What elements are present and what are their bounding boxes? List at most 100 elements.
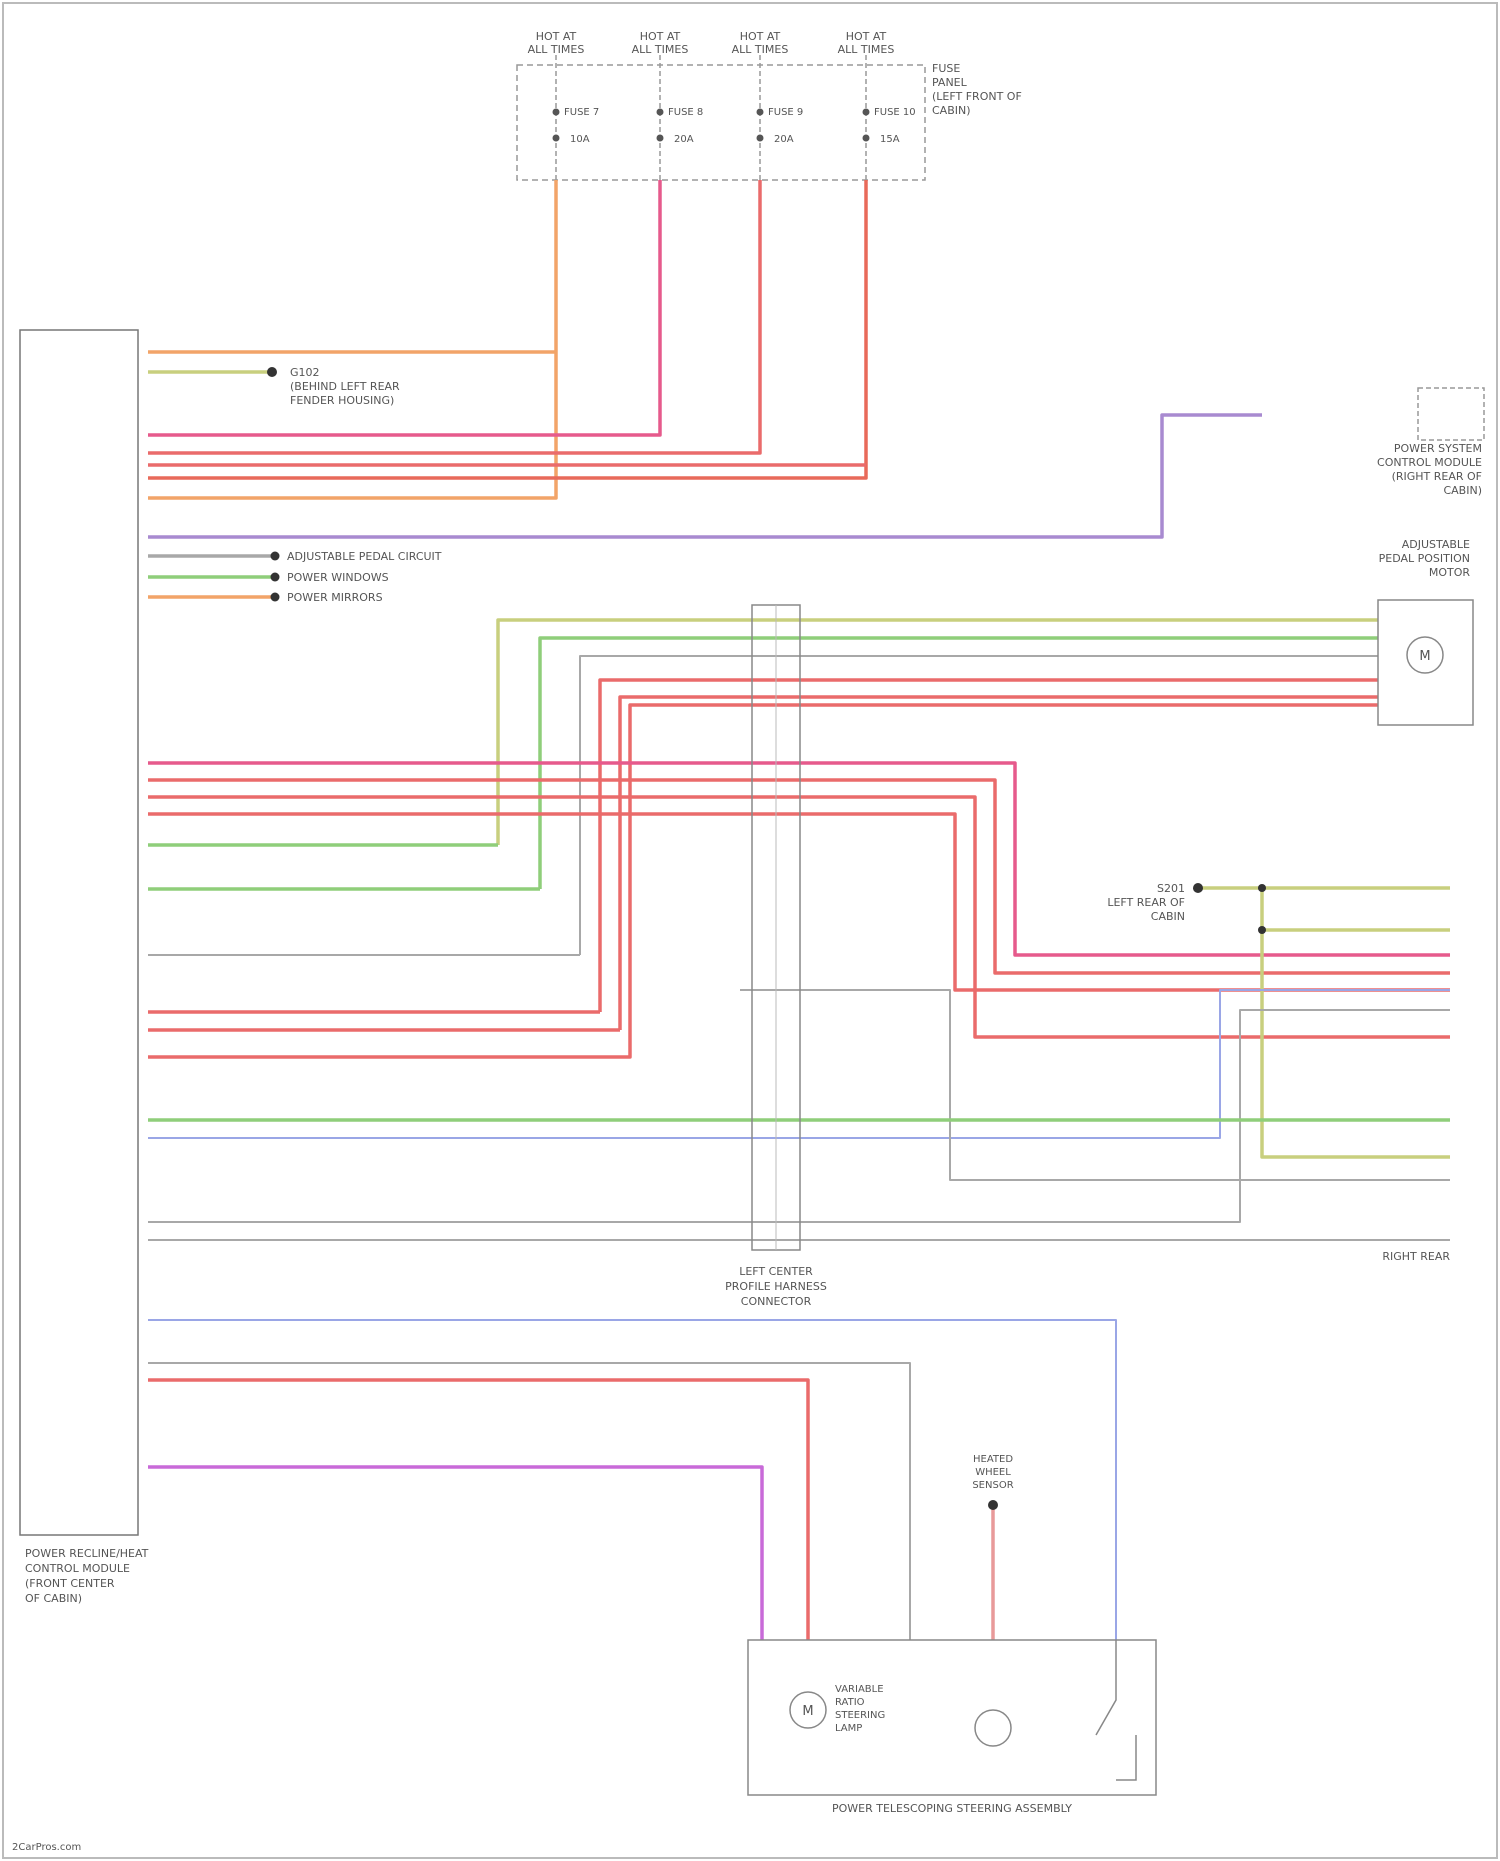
fuse-1-name: FUSE 7: [564, 107, 599, 118]
fuse-block-label-4: CABIN): [932, 104, 971, 117]
branch-label-2: POWER WINDOWS: [287, 571, 389, 584]
fuse-header-3b: ALL TIMES: [732, 43, 789, 56]
wire-grey-loop: [740, 990, 1450, 1180]
seat-motor-label-3: MOTOR: [1429, 566, 1471, 579]
wire-seat-5: [620, 697, 1378, 1030]
fuse-terminal: [657, 135, 664, 142]
seat-motor-label-1: ADJUSTABLE: [1402, 538, 1470, 551]
fuse-3-name: FUSE 9: [768, 107, 803, 118]
fuse-terminal: [757, 135, 764, 142]
fuse-header-4b: ALL TIMES: [838, 43, 895, 56]
fuse-terminal: [757, 109, 764, 116]
steering-assembly-label: POWER TELESCOPING STEERING ASSEMBLY: [832, 1802, 1072, 1815]
branch-label-1: ADJUSTABLE PEDAL CIRCUIT: [287, 550, 442, 563]
seat-motor-label-2: PEDAL POSITION: [1379, 552, 1470, 565]
info-module-label-3: (RIGHT REAR OF: [1392, 470, 1482, 483]
info-module: POWER SYSTEM CONTROL MODULE (RIGHT REAR …: [1377, 388, 1484, 497]
fuse-terminal: [863, 109, 870, 116]
wire-seat-3: [580, 656, 1378, 955]
fuse-header-1: HOT AT: [536, 30, 577, 43]
branch-labels: ADJUSTABLE PEDAL CIRCUIT POWER WINDOWS P…: [271, 550, 442, 604]
fuse-header-4: HOT AT: [846, 30, 887, 43]
fuse-2-name: FUSE 8: [668, 107, 703, 118]
main-module-label-1: POWER RECLINE/HEAT: [25, 1547, 149, 1560]
fuse-header-2b: ALL TIMES: [632, 43, 689, 56]
info-module-label-4: CABIN): [1443, 484, 1482, 497]
wire-red-right-4: [148, 814, 1450, 990]
connector-label-1: LEFT CENTER: [739, 1265, 813, 1278]
wire-fuse8: [148, 180, 660, 435]
wire-red-right-1: [148, 763, 1450, 955]
branch-dot: [271, 552, 280, 561]
fuse-header-2: HOT AT: [640, 30, 681, 43]
ground-destination-label: RIGHT REAR: [1382, 1250, 1450, 1263]
lamp-label-1: VARIABLE: [835, 1684, 884, 1695]
splice-dot: [1258, 926, 1266, 934]
fuse-4-rating: 15A: [880, 134, 900, 145]
splice-dot: [1258, 884, 1266, 892]
wire-red-bottom: [148, 1380, 808, 1640]
ground-label-2: (BEHIND LEFT REAR: [290, 380, 400, 393]
fuse-2: FUSE 8 20A: [657, 107, 704, 145]
fuse-2-rating: 20A: [674, 134, 694, 145]
splice-dot: [1193, 883, 1203, 893]
sensor-top-dot: [988, 1500, 998, 1510]
ground-label-1: G102: [290, 366, 320, 379]
fuse-1-rating: 10A: [570, 134, 590, 145]
wire-red-right-2: [148, 780, 1450, 973]
lamp-label-3: STEERING: [835, 1710, 885, 1721]
wire-red-right-3: [148, 797, 1450, 1037]
fuse-3: FUSE 9 20A: [757, 107, 804, 145]
wire-blue-bottom: [148, 1320, 1116, 1640]
connector-label-3: CONNECTOR: [741, 1295, 812, 1308]
wire-fuse7: [148, 180, 556, 498]
info-module-label-1: POWER SYSTEM: [1394, 442, 1482, 455]
sensor-symbol: [975, 1710, 1011, 1746]
harness-connector: LEFT CENTER PROFILE HARNESS CONNECTOR: [725, 605, 827, 1308]
switch-symbol: [1096, 1640, 1136, 1780]
main-module-label-2: CONTROL MODULE: [25, 1562, 130, 1575]
fuse-3-rating: 20A: [774, 134, 794, 145]
ground-g102: G102 (BEHIND LEFT REAR FENDER HOUSING): [267, 366, 400, 407]
fuse-4-name: FUSE 10: [874, 107, 916, 118]
branch-label-3: POWER MIRRORS: [287, 591, 383, 604]
splice-label-2: LEFT REAR OF: [1107, 896, 1185, 909]
fuse-block-label-3: (LEFT FRONT OF: [932, 90, 1022, 103]
lamp-label-2: RATIO: [835, 1697, 865, 1708]
fuse-block-box: [517, 65, 925, 180]
splice-label-1: S201: [1157, 882, 1185, 895]
sensor-label-1: HEATED: [973, 1454, 1013, 1465]
fuse-terminal: [553, 109, 560, 116]
fuse-block: HOT AT ALL TIMES HOT AT ALL TIMES HOT AT…: [517, 30, 1022, 180]
fuse-header-1b: ALL TIMES: [528, 43, 585, 56]
info-module-label-2: CONTROL MODULE: [1377, 456, 1482, 469]
ratio-lamp-x: M: [802, 1704, 813, 1719]
wire-seat-6: [148, 705, 1378, 1057]
fuse-4: FUSE 10 15A: [863, 107, 916, 145]
sensor-label-3: SENSOR: [972, 1480, 1013, 1491]
wire-grey-bottom: [148, 1363, 910, 1640]
info-module-box: [1418, 388, 1484, 440]
fuse-terminal: [863, 135, 870, 142]
fuse-terminal: [553, 135, 560, 142]
fuse-terminal: [657, 109, 664, 116]
credit-text: 2CarPros.com: [12, 1842, 81, 1853]
wire-fuse9: [148, 180, 760, 453]
fuse-block-label-2: PANEL: [932, 76, 968, 89]
fuse-1: FUSE 7 10A: [553, 107, 600, 145]
wire-magenta-bottom: [148, 1467, 762, 1640]
wire-blue-2: [148, 1010, 1450, 1222]
splice-s201: S201 LEFT REAR OF CABIN: [1107, 882, 1266, 934]
seat-motor-letter: M: [1419, 649, 1430, 664]
branch-dot: [271, 593, 280, 602]
main-control-module: POWER RECLINE/HEAT CONTROL MODULE (FRONT…: [20, 330, 149, 1605]
ground-label-3: FENDER HOUSING): [290, 394, 394, 407]
ground-dot: [267, 367, 277, 377]
fuse-block-label-1: FUSE: [932, 62, 960, 75]
lamp-label-4: LAMP: [835, 1723, 862, 1734]
main-module-box: [20, 330, 138, 1535]
seat-motor-module: M ADJUSTABLE PEDAL POSITION MOTOR: [1378, 538, 1473, 725]
main-module-label-3: (FRONT CENTER: [25, 1577, 115, 1590]
sensor-label-2: WHEEL: [975, 1467, 1011, 1478]
